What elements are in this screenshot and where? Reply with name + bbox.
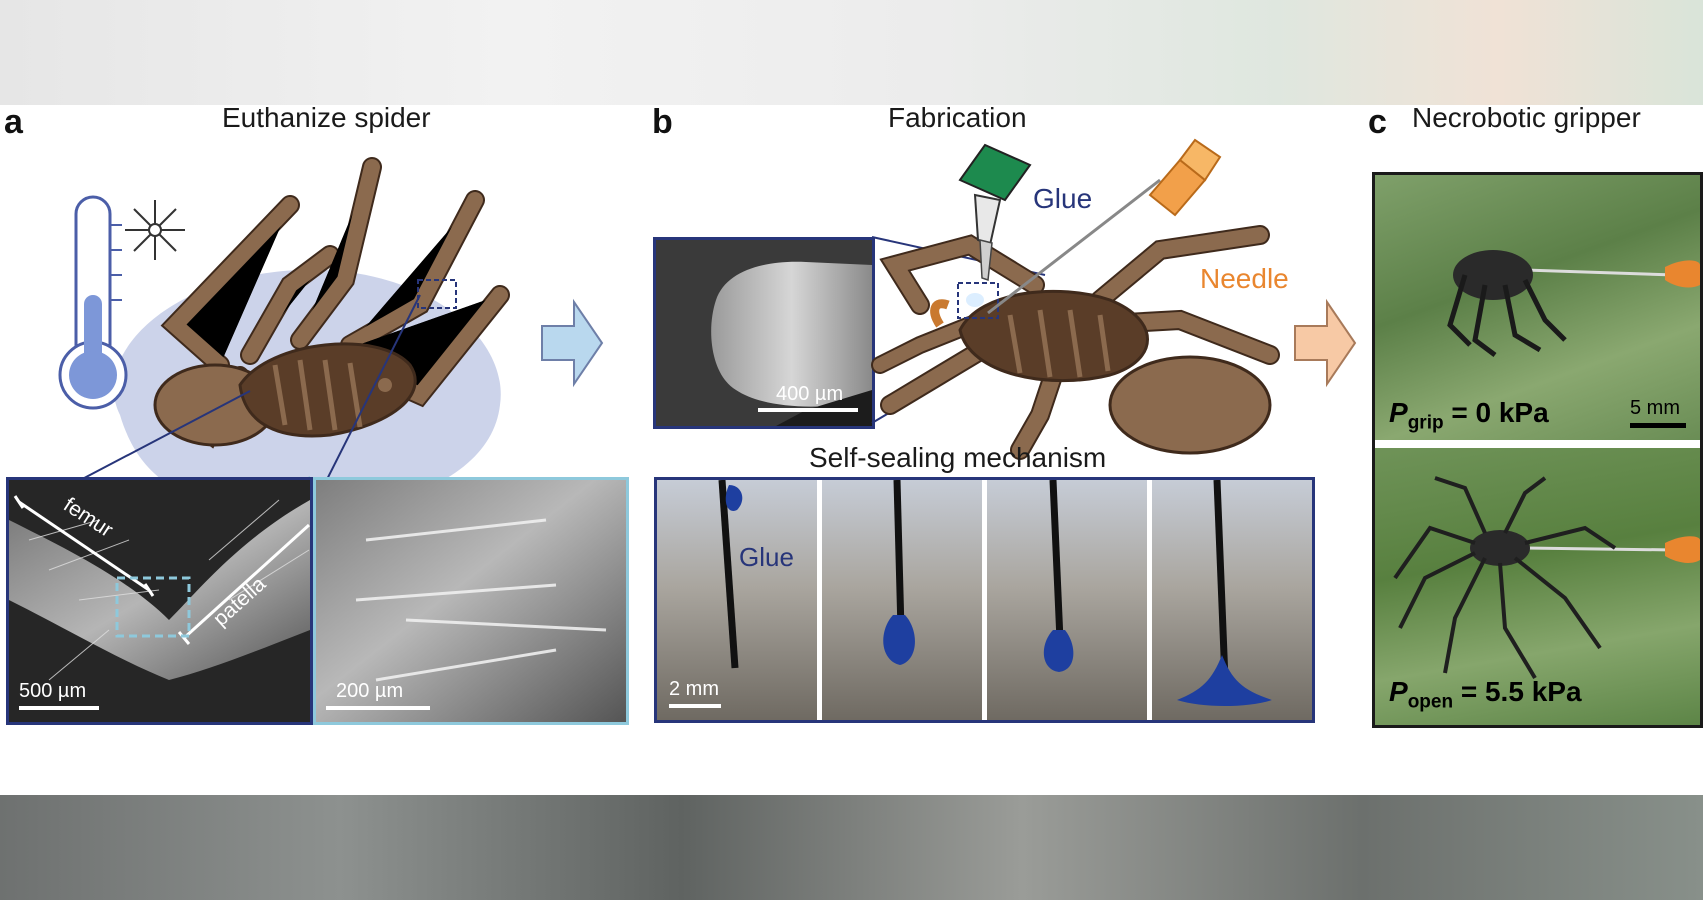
p-open-label: Popen = 5.5 kPa [1389, 676, 1582, 714]
glue-label: Glue [1033, 183, 1093, 214]
snowflake-icon [125, 200, 185, 260]
p-grip-label: Pgrip = 0 kPa [1389, 397, 1549, 435]
panel-b-title: Fabrication [888, 102, 1027, 133]
scalebar-500um-label: 500 µm [19, 680, 87, 702]
self-sealing-title: Self-sealing mechanism [809, 442, 1107, 473]
sem-joint-closeup: 200 µm [313, 477, 629, 725]
needle-label: Needle [1200, 263, 1289, 294]
scalebar-200um-label: 200 µm [336, 680, 404, 702]
scalebar-400um [758, 408, 858, 412]
gripper-open-image [1393, 476, 1700, 680]
glue-syringe-icon [958, 143, 1032, 282]
needle-icon [987, 138, 1222, 315]
scalebar-2mm [669, 704, 721, 708]
sem-joint-closeup-image [316, 480, 626, 722]
blurred-background-top [0, 0, 1703, 105]
scalebar-400um-label: 400 µm [776, 383, 844, 405]
p-grip-subscript: grip [1407, 412, 1444, 434]
zoom-box-femur-patella [417, 279, 457, 309]
scalebar-2mm-label: 2 mm [669, 678, 719, 700]
scalebar-5mm-label: 5 mm [1630, 397, 1680, 419]
panel-a-letter: a [4, 103, 23, 141]
scalebar-500um [19, 706, 99, 710]
arrow-b-to-c-icon [1294, 298, 1357, 388]
blurred-background-bottom [0, 795, 1703, 900]
thermometer-icon [58, 195, 128, 410]
gripper-open-photo: Popen = 5.5 kPa [1375, 448, 1700, 725]
sem-needle-tip: 400 µm [653, 237, 875, 429]
glue-drop-label: Glue [739, 542, 794, 572]
self-sealing-sequence-image [657, 480, 1312, 720]
panel-c-letter: c [1368, 103, 1387, 141]
p-open-value: = 5.5 kPa [1453, 676, 1582, 707]
spider-cephalothorax [958, 289, 1149, 383]
scalebar-200um [326, 706, 430, 710]
spider-abdomen [1108, 355, 1272, 455]
panel-b-letter: b [652, 103, 673, 141]
sem-femur-patella: femur patella 500 µm [6, 477, 313, 725]
sem-femur-patella-image [9, 499, 310, 681]
glue-injection-box [957, 282, 999, 319]
p-open-symbol: P [1389, 676, 1408, 707]
scalebar-5mm [1630, 423, 1686, 428]
arrow-a-to-b-icon [541, 298, 604, 388]
p-grip-value: = 0 kPa [1443, 397, 1549, 428]
p-open-subscript: open [1407, 691, 1454, 713]
panel-c-title: Necrobotic gripper [1412, 102, 1641, 133]
gripper-closed-photo: Pgrip = 0 kPa 5 mm [1375, 175, 1700, 440]
panel-a-title: Euthanize spider [222, 102, 431, 133]
panel-a-illustration [9, 157, 510, 706]
femur-patella-annotations [13, 495, 310, 645]
gripper-closed-image [1447, 250, 1700, 357]
gripper-photo-frame: Pgrip = 0 kPa 5 mm Popen = 5.5 kPa [1372, 172, 1703, 728]
panel-b-illustration [871, 138, 1280, 460]
p-grip-symbol: P [1389, 397, 1408, 428]
self-sealing-sequence: Glue 2 mm [654, 477, 1315, 723]
figure: a Euthanize spider [0, 102, 1703, 795]
photo-divider [1375, 440, 1700, 448]
